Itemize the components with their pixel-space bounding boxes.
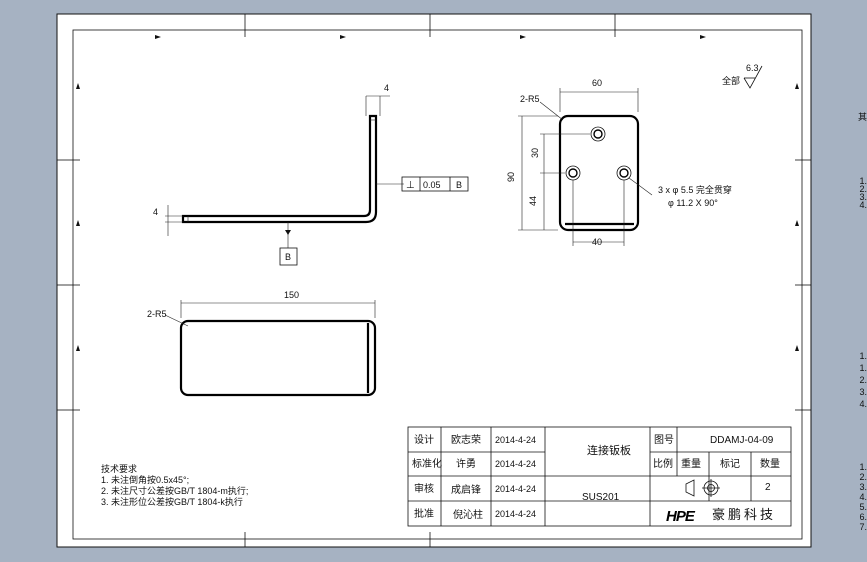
drawing-no-label: 图号 xyxy=(654,434,674,446)
side-note: 1. xyxy=(859,363,867,373)
side-note: 6. xyxy=(859,512,867,522)
projection-symbol-icon xyxy=(685,479,720,497)
drawing-no: DDAMJ-04-09 xyxy=(710,435,774,446)
zone-marks xyxy=(57,14,811,547)
hole-view: 60 2-R5 90 30 44 40 3 x φ 5.5 完全贯穿 φ 11.… xyxy=(506,78,732,247)
side-note-top: 其 xyxy=(857,112,867,122)
tolerance-symbol: ⊥ xyxy=(406,180,415,191)
qty-value: 2 xyxy=(765,482,771,493)
drawing-frame xyxy=(72,29,803,540)
tech-requirements: 技术要求 1. 未注倒角按0.5x45°; 2. 未注尺寸公差按GB/T 180… xyxy=(101,463,248,507)
flat-hole-note: 2-R5 xyxy=(147,309,167,319)
row-name-3: 倪沁柱 xyxy=(453,508,483,521)
zone-arrows xyxy=(76,35,799,351)
side-note: 3. xyxy=(859,192,867,202)
side-note: 7. xyxy=(859,522,867,532)
bent-thickness-top: 4 xyxy=(384,83,389,93)
side-note: 4. xyxy=(859,492,867,502)
row-role-3: 批准 xyxy=(414,507,434,520)
row-date-0: 2014-4-24 xyxy=(495,435,536,445)
mark-label: 标记 xyxy=(720,458,740,470)
logo-text: HPE xyxy=(666,508,696,525)
side-note: 1. xyxy=(859,351,867,361)
hole-note-1: 3 x φ 5.5 完全贯穿 xyxy=(658,184,732,195)
tolerance-frame xyxy=(401,176,469,192)
side-note: 2. xyxy=(859,472,867,482)
paper xyxy=(56,13,812,548)
tech-title: 技术要求 xyxy=(101,463,137,474)
side-note: 1. xyxy=(859,462,867,472)
company-logo: HPE xyxy=(665,508,699,525)
side-note: 4. xyxy=(859,399,867,409)
row-name-1: 许勇 xyxy=(456,458,476,470)
side-note: 4. xyxy=(859,200,867,210)
hole-height: 90 xyxy=(506,172,516,182)
roughness-label: 全部 xyxy=(722,75,740,86)
row-date-2: 2014-4-24 xyxy=(495,484,536,494)
side-notes-group-2: 1. 1. 2. 3. 4. xyxy=(857,350,867,410)
datum-label: B xyxy=(285,252,291,262)
qty-label: 数量 xyxy=(760,457,780,470)
datum-box xyxy=(279,247,298,266)
tolerance-value: 0.05 xyxy=(423,180,441,190)
roughness-value: 6.3 xyxy=(746,63,759,73)
row-name-0: 欧志荣 xyxy=(451,433,481,446)
side-note: 5. xyxy=(859,502,867,512)
tech-item-1: 1. 未注倒角按0.5x45°; xyxy=(101,474,189,485)
side-notes-group-1: 1. 2. 3. 4. xyxy=(857,176,867,210)
tech-item-3: 3. 未注形位公差按GB/T 1804-k执行 xyxy=(101,496,243,507)
flat-length: 150 xyxy=(284,290,299,300)
surface-roughness: 全部 6.3 xyxy=(722,63,763,89)
title-block: 设计 欧志荣 2014-4-24 标准化 许勇 2014-4-24 审核 成启锋… xyxy=(407,426,792,527)
tolerance-datum: B xyxy=(456,180,462,190)
row-name-2: 成启锋 xyxy=(451,483,481,496)
bent-view: 4 4 ⊥ 0.05 B B xyxy=(153,83,469,266)
scale-label: 比例 xyxy=(653,457,673,470)
weight-label: 重量 xyxy=(681,457,701,470)
hole-dim-44: 44 xyxy=(528,196,538,206)
part-name: 连接钣板 xyxy=(587,443,631,457)
hole-width: 60 xyxy=(592,78,602,88)
row-role-2: 审核 xyxy=(414,482,434,495)
row-date-1: 2014-4-24 xyxy=(495,459,536,469)
side-note: 2. xyxy=(859,184,867,194)
tech-item-2: 2. 未注尺寸公差按GB/T 1804-m执行; xyxy=(101,485,248,496)
side-note: 1. xyxy=(859,176,867,186)
hole-radius-note: 2-R5 xyxy=(520,94,540,104)
side-note: 2. xyxy=(859,375,867,385)
row-date-3: 2014-4-24 xyxy=(495,509,536,519)
row-role-0: 设计 xyxy=(414,433,434,446)
bent-thickness-side: 4 xyxy=(153,207,158,217)
side-notes-group-3: 1. 2. 3. 4. 5. 6. 7. xyxy=(857,462,867,532)
side-note: 3. xyxy=(859,387,867,397)
hole-note-2: φ 11.2 X 90° xyxy=(668,198,718,208)
hole-dim-30: 30 xyxy=(530,148,540,158)
side-note: 3. xyxy=(859,482,867,492)
hole-dim-40: 40 xyxy=(592,237,602,247)
material: SUS201 xyxy=(582,492,620,503)
flat-view: 150 2-R5 xyxy=(147,290,377,397)
row-role-1: 标准化 xyxy=(412,457,442,470)
company-name: 豪鹏科技 xyxy=(712,507,776,522)
